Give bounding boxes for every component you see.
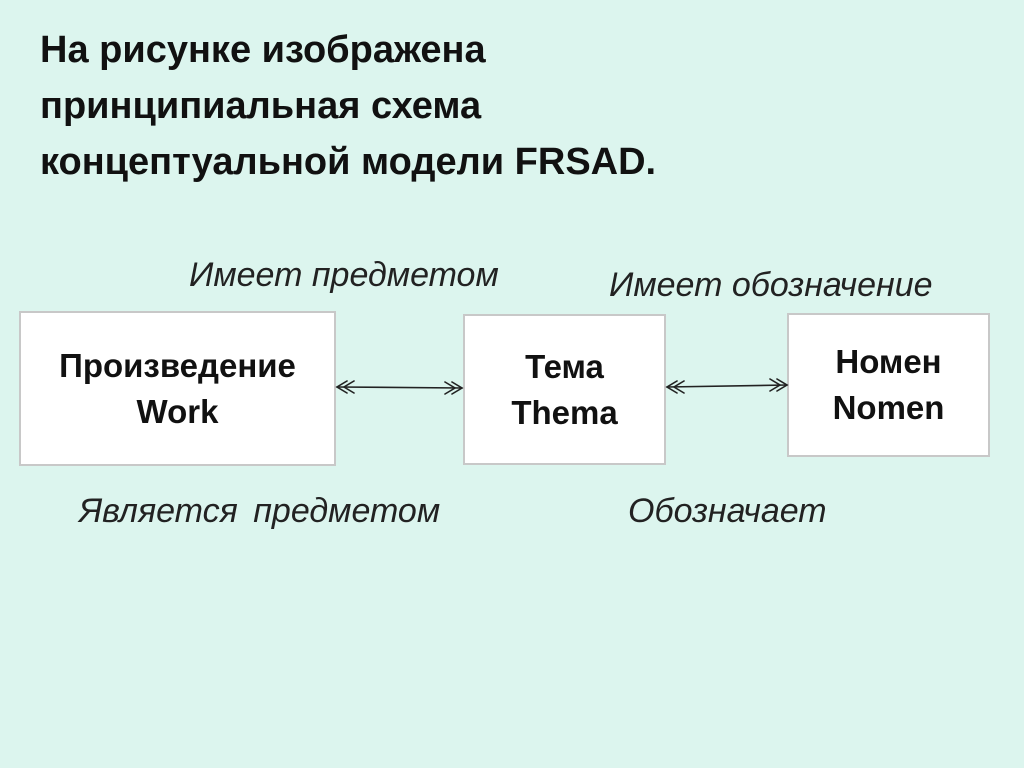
relationship-is-appellation-of-label: Обозначает xyxy=(628,492,827,530)
entity-box-nomen: Номен Nomen xyxy=(787,313,990,457)
title-line-3: концептуальной модели FRSAD. xyxy=(40,141,657,183)
connector-thema-nomen-line xyxy=(666,384,788,388)
double-arrowhead-icon xyxy=(665,380,678,394)
relationship-has-appellation-label: Имеет обозначение xyxy=(609,266,933,304)
double-arrowhead-icon xyxy=(451,381,464,395)
relationship-is-subject-of-label: Является предметом xyxy=(79,492,441,530)
entity-nomen-english-label: Nomen xyxy=(832,389,945,426)
double-arrowhead-icon xyxy=(672,380,685,394)
double-arrowhead-icon xyxy=(335,380,348,394)
entity-thema-russian-label: Тема xyxy=(525,347,604,385)
connector-work-thema xyxy=(335,380,464,395)
double-arrowhead-icon xyxy=(342,380,355,394)
entity-box-work: Произведение Work xyxy=(19,311,336,466)
relationship-has-subject-label: Имеет предметом xyxy=(189,256,499,294)
entity-work-russian-label: Произведение xyxy=(59,346,296,384)
title-line-2: принципиальная схема xyxy=(40,85,482,127)
connector-thema-nomen xyxy=(665,378,789,394)
double-arrowhead-icon xyxy=(769,378,782,392)
title-line-1: На рисунке изображена xyxy=(40,29,486,71)
connector-work-thema-line xyxy=(336,386,463,389)
entity-nomen-russian-label: Номен xyxy=(835,343,942,380)
double-arrowhead-icon xyxy=(444,381,457,395)
double-arrowhead-icon xyxy=(776,378,789,392)
slide-title: На рисунке изображена принципиальная схе… xyxy=(40,22,940,190)
entity-thema-english-label: Thema xyxy=(511,393,618,431)
entity-work-english-label: Work xyxy=(136,392,219,430)
entity-box-thema: Тема Thema xyxy=(463,314,666,465)
